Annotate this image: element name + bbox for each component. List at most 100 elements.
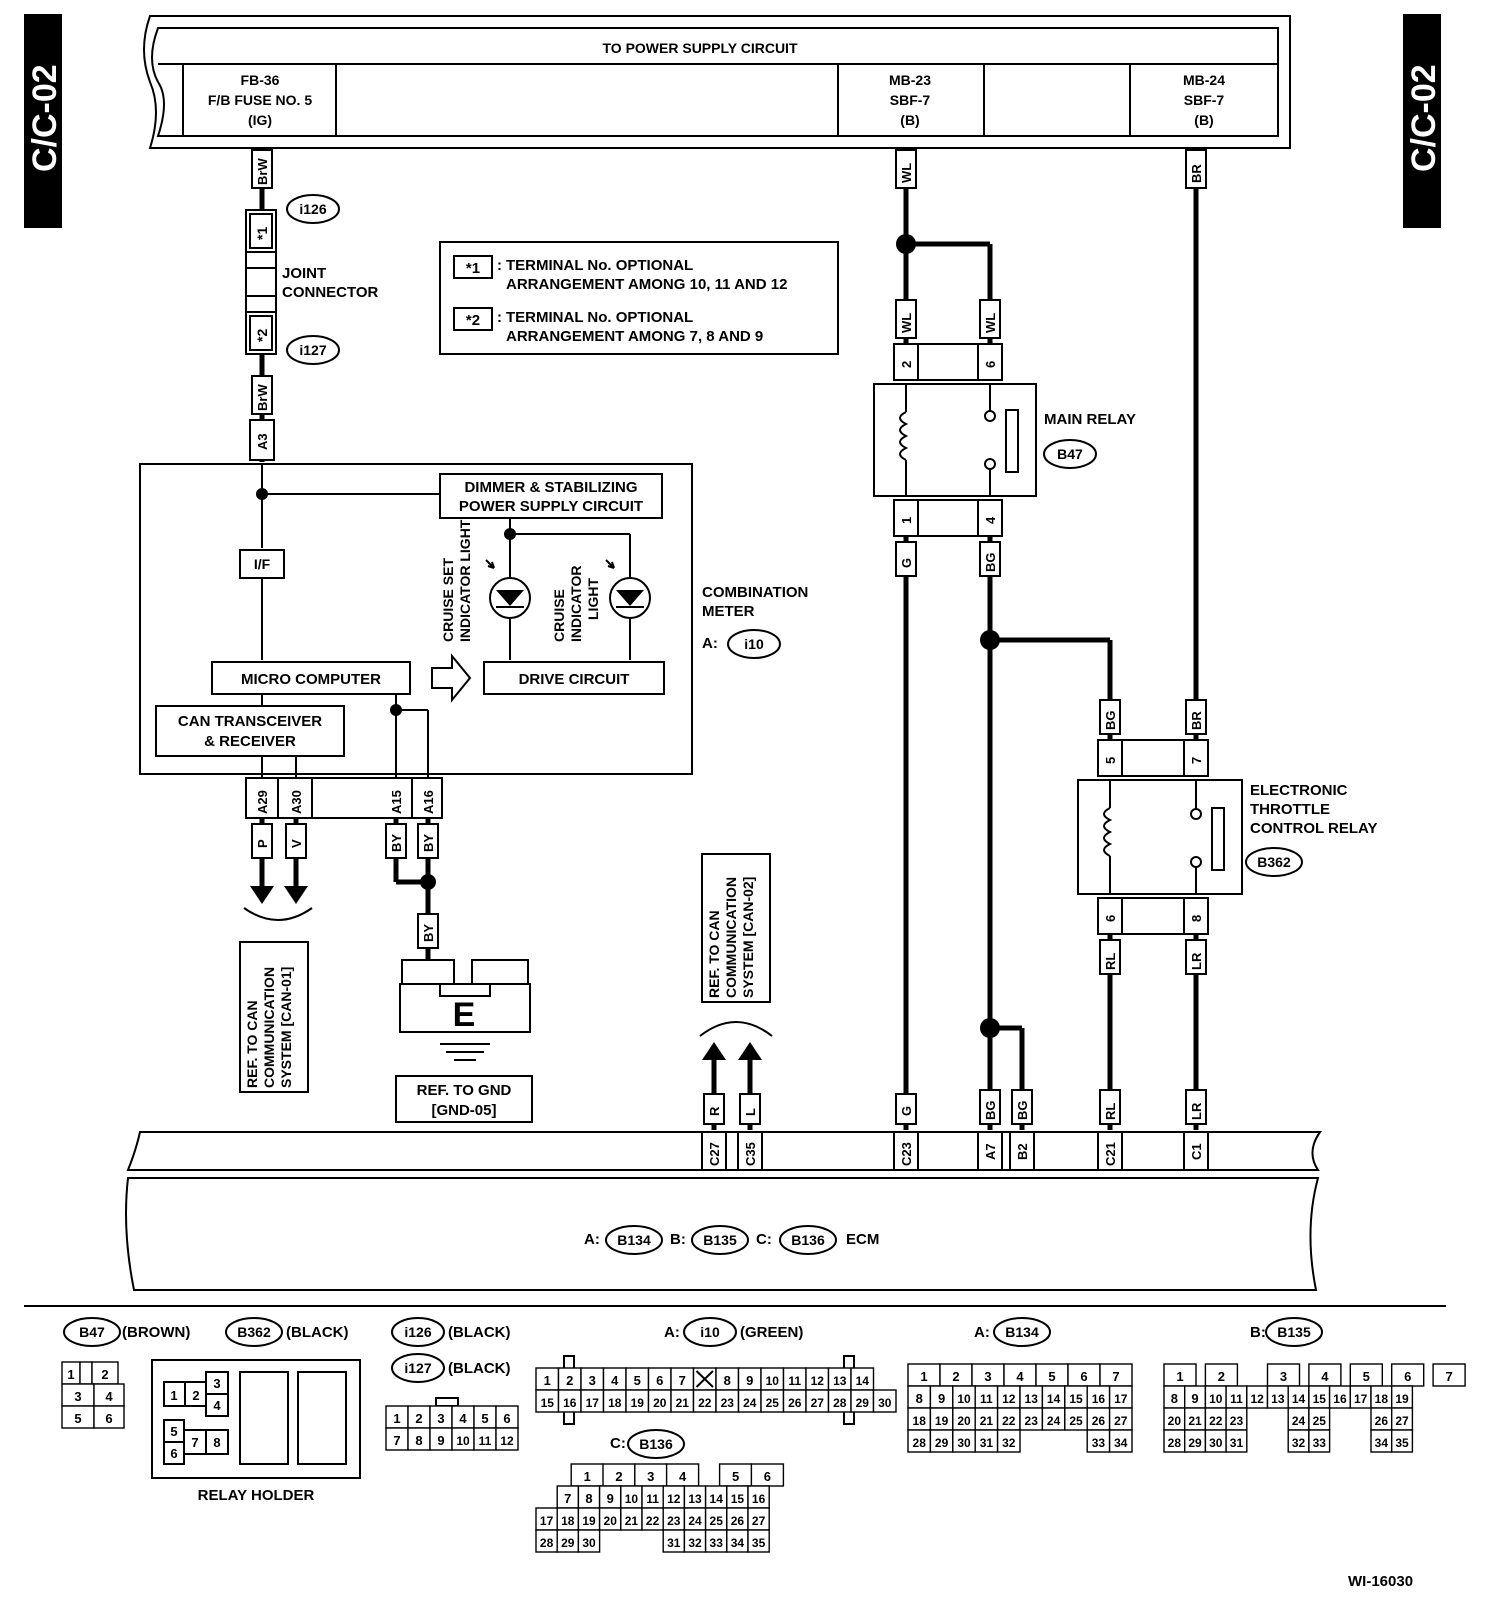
cruise-label-3: LIGHT xyxy=(585,578,601,620)
b135-pin-1: 1 xyxy=(1176,1369,1183,1384)
b47-pin-2: 2 xyxy=(101,1367,108,1382)
etc-relay-switch-icon xyxy=(1190,780,1225,894)
wire-label-g-2: G xyxy=(899,1106,914,1116)
i10-pin-11: 11 xyxy=(788,1374,801,1388)
i10-pin-15: 15 xyxy=(541,1396,555,1410)
i10-ref: i10 xyxy=(700,1324,720,1340)
etc-relay-coil-icon xyxy=(1103,780,1113,894)
b134-pin-10: 10 xyxy=(957,1392,971,1406)
b136-pin-14: 14 xyxy=(710,1492,724,1506)
b136-pin-12: 12 xyxy=(667,1492,681,1506)
joint-star2: *2 xyxy=(254,329,270,342)
b136-pin-15: 15 xyxy=(731,1492,745,1506)
b136-pin-32: 32 xyxy=(688,1536,702,1550)
main-relay-ref: B47 xyxy=(1057,446,1083,462)
wire-label-rl-2: RL xyxy=(1103,1103,1118,1120)
i10-prefix: A: xyxy=(664,1324,680,1341)
i10-pin-9: 9 xyxy=(746,1373,753,1388)
micro-computer: MICRO COMPUTER xyxy=(241,671,381,688)
b134-pin-1: 1 xyxy=(920,1369,927,1384)
b136-prefix: C: xyxy=(610,1435,626,1452)
b136-pin-33: 33 xyxy=(710,1536,724,1550)
b135-pin-29: 29 xyxy=(1188,1436,1202,1450)
legend-star1-line2: ARRANGEMENT AMONG 10, 11 AND 12 xyxy=(506,276,787,293)
legend-star2: *2 xyxy=(466,312,480,329)
i12x-pin-7: 7 xyxy=(393,1433,400,1448)
b135-pin-18: 18 xyxy=(1375,1392,1389,1406)
can02-ref-2: COMMUNICATION xyxy=(723,877,739,998)
main-relay-pin-6: 6 xyxy=(983,361,998,368)
b136-pin-18: 18 xyxy=(561,1514,575,1528)
b134-pin-26: 26 xyxy=(1092,1414,1106,1428)
combination-meter: I/F DIMMER & STABILIZING POWER SUPPLY CI… xyxy=(139,463,808,778)
fuse-right-line2: SBF-7 xyxy=(1184,92,1225,108)
legend-star2-line2: ARRANGEMENT AMONG 7, 8 AND 9 xyxy=(506,328,763,345)
svg-text:4: 4 xyxy=(213,1398,221,1413)
side-tab-left-text: C/C-02 xyxy=(26,64,64,172)
i10-blank-cavity-icon xyxy=(695,1370,714,1388)
b134-pin-11: 11 xyxy=(980,1392,993,1406)
wire-label-brw-top: BrW xyxy=(255,158,270,185)
b134-pin-21: 21 xyxy=(980,1414,994,1428)
wire-label-bg-1: BG xyxy=(983,553,998,573)
i10-pin-20: 20 xyxy=(653,1396,667,1410)
i10-pin-1: 1 xyxy=(544,1373,551,1388)
b135-pin-8: 8 xyxy=(1171,1391,1178,1406)
b136-pin-9: 9 xyxy=(607,1491,614,1506)
b135-pin-7: 7 xyxy=(1445,1369,1452,1384)
i10-pin-29: 29 xyxy=(856,1396,870,1410)
b362-color: (BLACK) xyxy=(286,1324,348,1341)
b134-pin-2: 2 xyxy=(952,1369,959,1384)
b135-pin-5: 5 xyxy=(1363,1369,1370,1384)
b136-pin-21: 21 xyxy=(625,1514,639,1528)
b134-pin-6: 6 xyxy=(1080,1369,1087,1384)
joint-ref-i127: i127 xyxy=(299,342,326,358)
fuse-right-line1: MB-24 xyxy=(1183,72,1225,88)
wire-label-br-2: BR xyxy=(1189,711,1204,730)
b135-pin-4: 4 xyxy=(1321,1369,1329,1384)
can01-ref-3: SYSTEM [CAN-01] xyxy=(278,967,294,1088)
svg-text:3: 3 xyxy=(213,1376,220,1391)
ecm-ref-b: B135 xyxy=(703,1232,737,1248)
b134-pin-31: 31 xyxy=(980,1436,994,1450)
wire-label-brw-bottom: BrW xyxy=(255,384,270,411)
b136-pin-31: 31 xyxy=(667,1536,681,1550)
b134-pin-25: 25 xyxy=(1069,1414,1083,1428)
i10-pin-23: 23 xyxy=(721,1396,735,1410)
joint-label-1: JOINT xyxy=(282,265,326,282)
b136-pin-19: 19 xyxy=(582,1514,596,1528)
pin-a16: A16 xyxy=(421,790,436,814)
ecm-pin-a7: A7 xyxy=(983,1143,998,1160)
b136-pin-13: 13 xyxy=(688,1492,702,1506)
b134-pin-27: 27 xyxy=(1114,1414,1128,1428)
i10-pin-3: 3 xyxy=(589,1373,596,1388)
b136-pin-5: 5 xyxy=(732,1469,739,1484)
b134-pin-9: 9 xyxy=(938,1391,945,1406)
b135-pin-30: 30 xyxy=(1209,1436,1223,1450)
joint-star1: *1 xyxy=(254,227,270,240)
pin-a30: A30 xyxy=(289,790,304,814)
etc-relay-pin-6: 6 xyxy=(1103,915,1118,922)
if-block: I/F xyxy=(254,556,271,572)
b135-pin-16: 16 xyxy=(1333,1392,1347,1406)
b47-pin-5: 5 xyxy=(74,1411,81,1426)
etc-relay-label-1: ELECTRONIC xyxy=(1250,782,1348,799)
wire-label-wl-top: WL xyxy=(899,163,914,183)
b134-pin-8: 8 xyxy=(916,1391,923,1406)
wire-label-by-1: BY xyxy=(389,834,404,852)
b136-pin-24: 24 xyxy=(688,1514,702,1528)
i12x-pin-6: 6 xyxy=(503,1411,510,1426)
etc-relay-wiring: BR BR BG 5 7 ELECTRONIC THROTTLE CONTROL… xyxy=(1077,148,1378,1130)
ecm-prefix-c: C: xyxy=(756,1231,772,1248)
etc-relay-pin-7: 7 xyxy=(1189,757,1204,764)
i10-pin-6: 6 xyxy=(656,1373,663,1388)
svg-text::: : xyxy=(497,257,502,274)
b136-pin-2: 2 xyxy=(615,1469,622,1484)
b47-pin-6: 6 xyxy=(105,1411,112,1426)
drive-circuit: DRIVE CIRCUIT xyxy=(519,671,630,688)
i10-pin-5: 5 xyxy=(634,1373,641,1388)
b135-pin-13: 13 xyxy=(1271,1392,1285,1406)
can02-ref-1: REF. TO CAN xyxy=(706,910,722,998)
